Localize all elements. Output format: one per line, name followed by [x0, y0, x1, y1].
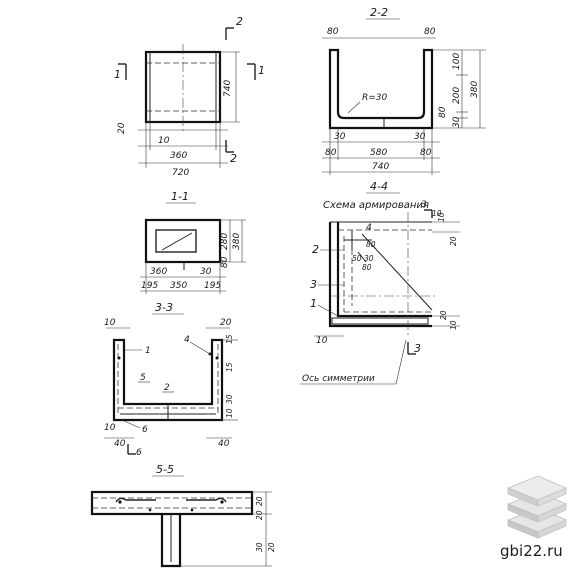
- s33-dim-15a: 15: [225, 334, 234, 344]
- stacked-slabs-icon: [506, 475, 568, 539]
- s33-pos-4: 4: [184, 335, 190, 345]
- s33-dim-10b: 10: [225, 408, 234, 418]
- section-4-4-title: 4-4: [370, 180, 388, 193]
- s11-dim-350: 350: [170, 281, 187, 291]
- s44-dim-10c: 10: [449, 320, 458, 330]
- s22-radius-label: R=30: [362, 93, 388, 103]
- s44-pos-1: 1: [310, 297, 317, 310]
- s22-dim-80-bl: 80: [325, 148, 337, 158]
- section-1-1: 1-1 280 380 80 360 30 195 350 195: [140, 190, 246, 294]
- s44-dim-10: 10: [437, 212, 446, 222]
- s22-dim-30-bl: 30: [334, 132, 346, 142]
- s11-dim-30: 30: [200, 267, 212, 277]
- s11-dim-280: 280: [220, 233, 230, 250]
- plan-view: 1 1 2 2 740 10 20 360 720: [114, 15, 265, 178]
- section-5-5: 5-5 20 20 30 20: [90, 463, 276, 568]
- cut-1-right-label: 1: [258, 64, 265, 77]
- s22-dim-200: 200: [452, 87, 462, 104]
- s55-dim-20c: 20: [267, 542, 276, 552]
- plan-height-dim: 740: [223, 80, 233, 97]
- s11-dim-195a: 195: [141, 281, 158, 291]
- s44-pos-2: 2: [312, 243, 319, 256]
- s11-dim-360: 360: [150, 267, 167, 277]
- s33-pos-1: 1: [145, 346, 151, 356]
- s22-dim-740: 740: [372, 162, 389, 172]
- s22-dim-80: 80: [438, 106, 448, 118]
- plan-dim-20: 20: [117, 122, 127, 134]
- s44-cut3-bottom: 3: [414, 342, 421, 355]
- s55-dim-20b: 20: [255, 510, 264, 520]
- s22-dim-100: 100: [452, 53, 462, 70]
- s22-dim-80-left: 80: [327, 27, 339, 37]
- section-3-3: 3-3 10 20 15 15 30 10 1 4 5 2 6: [104, 301, 238, 458]
- s11-dim-80: 80: [220, 256, 230, 268]
- s22-dim-80-br: 80: [420, 148, 432, 158]
- symmetry-axis-note: Ось симметрии: [302, 374, 375, 384]
- s44-dim-80b: 80: [362, 263, 372, 272]
- section-3-3-title: 3-3: [155, 301, 173, 314]
- s55-dim-30: 30: [255, 542, 264, 552]
- s11-dim-380: 380: [232, 233, 242, 250]
- s44-pos-3: 3: [310, 278, 317, 291]
- s22-dim-30-right: 30: [452, 116, 462, 128]
- section-2-2: 2-2 80 80 R=30 100 200 380 80 30 30 30 8…: [322, 6, 486, 175]
- s33-pos-6b: 6: [136, 448, 142, 458]
- s33-dim-30: 30: [225, 394, 234, 404]
- s33-dim-15b: 15: [225, 362, 234, 372]
- s44-pos-4: 4: [366, 223, 372, 233]
- s33-pos-5: 5: [140, 373, 146, 383]
- s44-dim-10b: 10: [432, 209, 442, 218]
- s22-dim-580: 580: [370, 148, 387, 158]
- s22-dim-30-br: 30: [414, 132, 426, 142]
- s44-dim-20: 20: [449, 236, 458, 246]
- s22-dim-80-right: 80: [424, 27, 436, 37]
- cut-1-left-label: 1: [114, 68, 121, 81]
- s55-dim-20a: 20: [255, 496, 264, 506]
- s33-dim-40a: 40: [114, 439, 126, 449]
- s33-dim-20: 20: [220, 318, 232, 328]
- reinforcement-scheme-title: Схема армирования: [323, 200, 429, 211]
- s22-dim-380: 380: [470, 81, 480, 98]
- s44-dim-30: 30: [364, 254, 374, 263]
- cut-2-top-label: 2: [236, 15, 243, 28]
- section-1-1-title: 1-1: [171, 190, 189, 203]
- s44-dim-50: 50: [352, 254, 362, 263]
- s44-dim-80a: 80: [366, 240, 376, 249]
- s33-pos-2: 2: [164, 383, 170, 393]
- plan-dim-10: 10: [158, 136, 170, 146]
- s44-dim-20b: 20: [439, 310, 448, 320]
- s44-dim-10d: 10: [316, 336, 328, 346]
- s11-dim-195b: 195: [204, 281, 221, 291]
- s33-dim-40b: 40: [218, 439, 230, 449]
- s33-dim-10c: 10: [104, 423, 116, 433]
- watermark-text: gbi22.ru: [500, 542, 563, 560]
- section-2-2-title: 2-2: [370, 6, 388, 19]
- s33-pos-6a: 6: [142, 425, 148, 435]
- section-4-4: 4-4 Схема армирования 3 3 2 3 1 4 80: [300, 180, 460, 385]
- plan-dim-720: 720: [172, 168, 189, 178]
- watermark: gbi22.ru: [500, 475, 568, 560]
- section-5-5-title: 5-5: [156, 463, 174, 476]
- s44-cut3-top: 3: [421, 200, 427, 210]
- s33-dim-10: 10: [104, 318, 116, 328]
- cut-2-bottom-label: 2: [230, 152, 237, 165]
- plan-dim-360: 360: [170, 151, 187, 161]
